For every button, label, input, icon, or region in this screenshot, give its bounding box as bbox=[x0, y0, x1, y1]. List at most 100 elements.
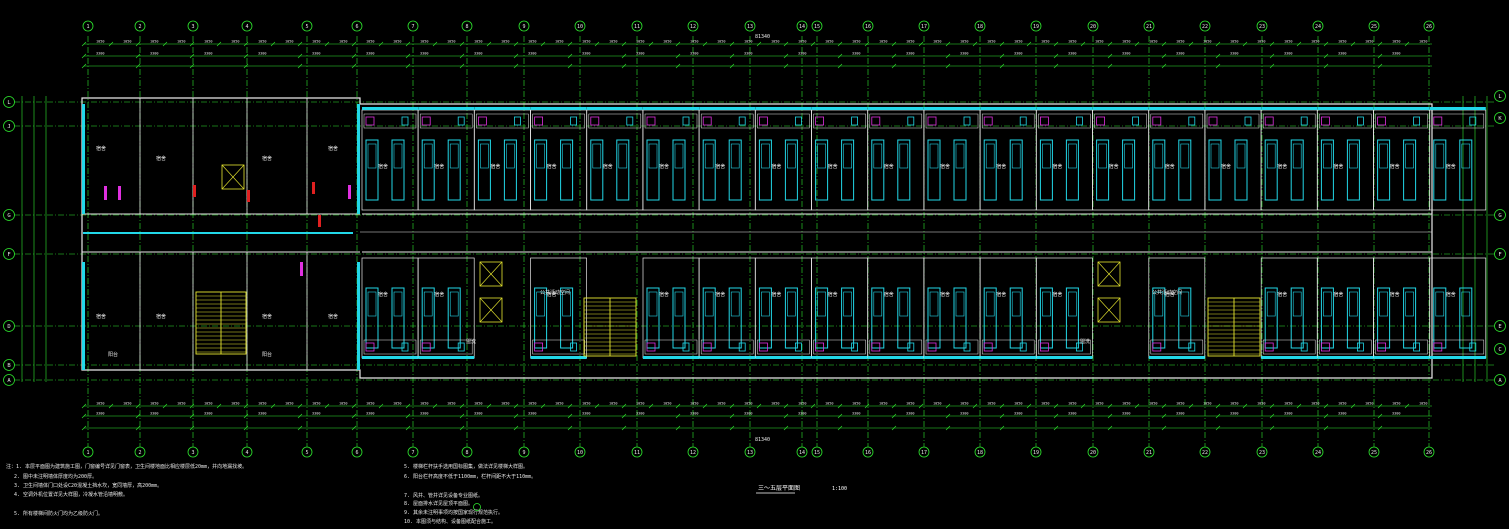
dimension-tick bbox=[837, 403, 843, 409]
room-label: 宿舍 bbox=[490, 163, 500, 170]
dimension-tick bbox=[81, 403, 87, 409]
dimension-text: 3300 bbox=[204, 412, 212, 416]
dimension-tick bbox=[756, 403, 762, 409]
bed bbox=[784, 287, 798, 349]
dimension-text: 3300 bbox=[366, 412, 374, 416]
axis-label: 25 bbox=[1371, 24, 1377, 30]
note-line: 注：1. 本层平面图为建筑施工图，门窗编号详见门窗表，卫生间楼地面比相应楼层低2… bbox=[6, 464, 248, 470]
bathroom bbox=[1038, 113, 1091, 129]
bed bbox=[1009, 287, 1023, 349]
dimension-tick bbox=[216, 403, 222, 409]
toilet bbox=[851, 342, 858, 352]
dimension-text: 1050 bbox=[528, 402, 536, 406]
axis-bubble bbox=[574, 446, 586, 458]
axis-label: 1 bbox=[86, 450, 89, 456]
mattress bbox=[985, 143, 995, 169]
dimension-tick bbox=[567, 413, 573, 419]
dorm-unit bbox=[979, 107, 1037, 211]
dimension-tick bbox=[729, 425, 735, 431]
dimension-text: 1050 bbox=[1176, 402, 1184, 406]
dimension-tick bbox=[243, 63, 249, 69]
dorm-unit bbox=[361, 257, 419, 359]
axis-label: 15 bbox=[814, 450, 820, 456]
dimension-text: 3300 bbox=[906, 52, 914, 56]
axis-bubble bbox=[3, 96, 15, 108]
wall-fill bbox=[83, 232, 353, 234]
dimension-tick bbox=[270, 41, 276, 47]
dimension-text: 1050 bbox=[663, 402, 671, 406]
mattress bbox=[393, 143, 403, 169]
washbasin bbox=[1040, 116, 1049, 126]
dimension-tick bbox=[729, 53, 735, 59]
room-label: 宿舍 bbox=[603, 163, 613, 170]
dimension-tick bbox=[567, 425, 573, 431]
room-label: 宿舍 bbox=[434, 163, 444, 170]
axis-label: 2 bbox=[138, 450, 141, 456]
mattress bbox=[899, 143, 909, 169]
axis-label: 23 bbox=[1259, 24, 1265, 30]
dimension-text: 1050 bbox=[1095, 402, 1103, 406]
dimension-text: 1050 bbox=[1257, 40, 1265, 44]
dimension-tick bbox=[1323, 425, 1329, 431]
axis-bubbles: 1122334455667788991010111112121313141415… bbox=[3, 20, 1506, 458]
dimension-text: 3300 bbox=[1230, 52, 1238, 56]
dimension-tick bbox=[999, 63, 1005, 69]
dimension-text: 1050 bbox=[555, 40, 563, 44]
dimension-tick bbox=[1323, 63, 1329, 69]
dimension-tick bbox=[1269, 53, 1275, 59]
dimension-tick bbox=[1053, 63, 1059, 69]
dimension-text: 1050 bbox=[528, 40, 536, 44]
bathroom bbox=[1262, 113, 1316, 129]
washbasin bbox=[1264, 116, 1274, 126]
dimension-tick bbox=[675, 413, 681, 419]
mattress bbox=[1042, 291, 1051, 317]
room-label: 宿舍 bbox=[828, 291, 838, 298]
dimension-tick bbox=[459, 41, 465, 47]
toilet bbox=[1019, 342, 1027, 352]
dimension-tick bbox=[1134, 403, 1140, 409]
axis-label: 22 bbox=[1202, 450, 1208, 456]
dimension-text: 1050 bbox=[987, 40, 995, 44]
mattress bbox=[449, 291, 459, 317]
bed bbox=[1433, 287, 1447, 349]
dimension-tick bbox=[1107, 413, 1113, 419]
dimension-text: 1050 bbox=[1122, 40, 1130, 44]
dimension-text: 3300 bbox=[96, 52, 104, 56]
window-band bbox=[755, 356, 812, 359]
building-walls bbox=[81, 97, 1433, 379]
dimension-tick bbox=[945, 63, 951, 69]
dimension-tick bbox=[1161, 41, 1167, 47]
dimension-text: 1050 bbox=[582, 402, 590, 406]
dimension-text: 1050 bbox=[1230, 402, 1238, 406]
bathroom bbox=[419, 113, 473, 129]
dimension-text: 1050 bbox=[177, 40, 185, 44]
bed bbox=[1122, 139, 1136, 201]
axis-bubble bbox=[461, 446, 473, 458]
axis-bubble bbox=[3, 248, 15, 260]
bed bbox=[503, 139, 517, 201]
room-label: 公共活动空间 bbox=[540, 289, 570, 296]
dimension-tick bbox=[972, 403, 978, 409]
window-band bbox=[1036, 356, 1093, 359]
dimension-text: 1050 bbox=[1311, 402, 1319, 406]
mattress bbox=[1379, 143, 1388, 169]
note-line: 4. 空调外机位置详见大样图，冷凝水管沿墙明敷。 bbox=[14, 492, 129, 498]
dimension-text: 1050 bbox=[690, 402, 698, 406]
mattress bbox=[704, 143, 714, 169]
dimension-tick bbox=[1323, 53, 1329, 59]
shaft-cross bbox=[479, 297, 503, 323]
dorm-unit bbox=[361, 107, 419, 211]
dimension-text: 1050 bbox=[1392, 40, 1400, 44]
note-line: 8. 屋面排水详见屋顶平面图。 bbox=[404, 501, 474, 507]
dimension-tick bbox=[837, 413, 843, 419]
dimension-text: 1050 bbox=[177, 402, 185, 406]
toilet bbox=[570, 342, 577, 352]
bathroom bbox=[1319, 339, 1372, 355]
dimension-text: 3300 bbox=[906, 412, 914, 416]
dimension-text: 3300 bbox=[1014, 412, 1022, 416]
bed bbox=[927, 287, 941, 349]
dimension-text: 1050 bbox=[393, 402, 401, 406]
room-label: 宿舍 bbox=[771, 291, 781, 298]
dimension-tick bbox=[405, 41, 411, 47]
room-label: 宿舍 bbox=[547, 291, 557, 298]
